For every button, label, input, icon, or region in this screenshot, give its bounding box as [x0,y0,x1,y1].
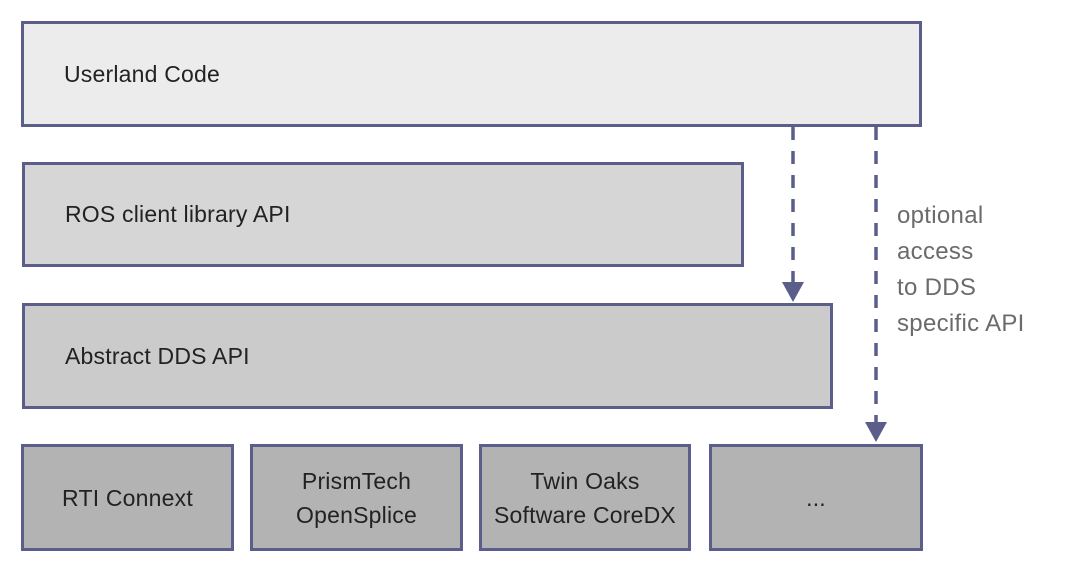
layer-userland-code: Userland Code [21,21,922,127]
vendor-twin-oaks-coredx: Twin Oaks Software CoreDX [479,444,691,551]
vendor-rti-connext: RTI Connext [21,444,234,551]
layer-userland-code-label: Userland Code [64,60,221,87]
vendor-other-ellipsis-label: ... [806,484,826,511]
vendor-prismtech-opensplice-label: PrismTech OpenSplice [296,467,417,528]
annotation-optional-dds-access: optional access to DDS specific API [897,202,1025,337]
vendor-prismtech-opensplice: PrismTech OpenSplice [250,444,463,551]
vendor-other-ellipsis: ... [709,444,923,551]
dashed-arrow-userland-to-dds-vendor-icon [865,127,887,442]
layer-abstract-dds-api: Abstract DDS API [22,303,833,409]
dashed-arrow-userland-to-abstract-dds-icon [782,127,804,302]
layer-ros-client-library-api-label: ROS client library API [65,201,291,227]
layer-abstract-dds-api-label: Abstract DDS API [65,342,250,369]
vendor-rti-connext-label: RTI Connext [62,484,193,511]
layer-ros-client-library-api: ROS client library API [22,162,744,267]
vendor-twin-oaks-coredx-label: Twin Oaks Software CoreDX [494,467,676,528]
